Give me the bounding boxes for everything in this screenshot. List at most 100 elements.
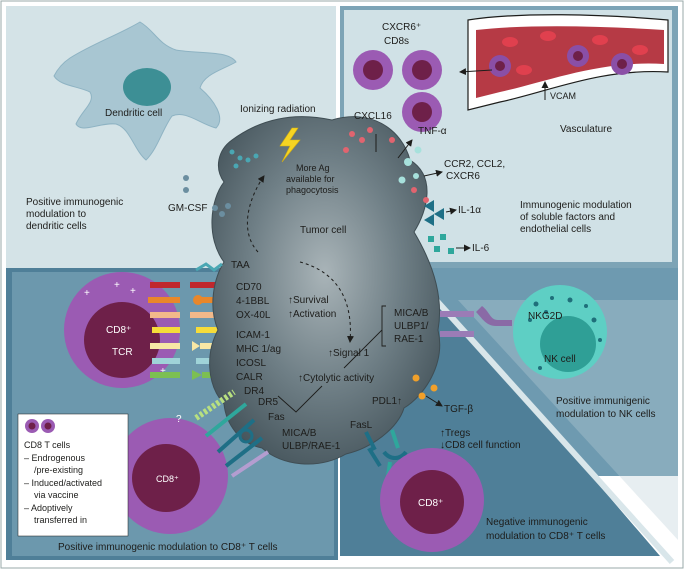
taa-marker (195, 262, 223, 272)
secreted-factors (343, 127, 454, 254)
ionizing-radiation-label: Ionizing radiation (240, 104, 316, 115)
cd8-panel-caption: Positive immunogenic modulation to CD8⁺ … (58, 542, 277, 553)
red-blood-cell (516, 65, 532, 75)
legend-item: – Induced/activated (24, 478, 102, 488)
question-label: ? (176, 414, 182, 425)
cd8-negative-label: CD8⁺ (418, 498, 443, 509)
cd8-nucleus-small (412, 60, 432, 80)
more-ag-label-1: More Ag (296, 163, 330, 173)
vessel-cd8-nucleus (495, 61, 505, 71)
plus-sign: + (114, 280, 120, 291)
calr-label: CALR (236, 372, 263, 383)
vessel-cd8-nucleus (573, 51, 583, 61)
legend-item: transferred in (34, 515, 87, 525)
gm-csf-dot (212, 205, 218, 211)
nk-panel (440, 300, 678, 476)
more-ag-label-2: available for (286, 174, 335, 184)
activation-label: ↑Activation (288, 309, 336, 320)
dr5-label: DR5 (258, 397, 278, 408)
red-blood-cell (632, 45, 648, 55)
migration-arrow (459, 68, 493, 76)
dc-panel-label-3: dendritic cells (26, 221, 87, 232)
legend-item: /pre-existing (34, 465, 83, 475)
nkg2d-label: NKG2D (528, 311, 562, 322)
taa-label: TAA (231, 260, 250, 271)
tnf-arrow (397, 139, 413, 159)
plus-sign: + (130, 286, 136, 297)
cxcl16-label: CXCL16 (354, 111, 392, 122)
soluble-label-2: of soluble factors and (520, 212, 615, 223)
mica-label: MICA/B (394, 308, 429, 319)
il1-arrow (445, 207, 457, 215)
il1-label: IL-1α (458, 205, 481, 216)
nk-granules (528, 296, 602, 370)
tumor-cell-label: Tumor cell (300, 225, 346, 236)
mica-bracket (381, 305, 386, 347)
cd8-function-label: ↓CD8 cell function (440, 440, 521, 451)
dc-uptake-arrow (246, 175, 265, 253)
vasculature-label: Vasculature (560, 124, 613, 135)
gm-csf-dot (183, 175, 189, 181)
cd70-label: CD70 (236, 282, 262, 293)
nk-cell-nucleus (540, 316, 596, 372)
ccr2-label: CCR2, CCL2, (444, 159, 505, 170)
legend-item: – Adoptively (24, 503, 73, 513)
cd8-nucleus-large (84, 302, 160, 378)
il6-label: IL-6 (472, 243, 490, 254)
ulbp1-label: ULBP1/ (394, 321, 429, 332)
cd8-nucleus-small (412, 102, 432, 122)
legend-cell-nucleus (44, 422, 52, 430)
tgf-arrow (425, 395, 443, 407)
legend-title: CD8 T cells (24, 440, 71, 450)
nk-cell-label: NK cell (544, 354, 576, 365)
rae1-label: RAE-1 (394, 334, 424, 345)
signal1-label: ↑Signal 1 (328, 348, 370, 359)
soluble-label-1: Immunogenic modulation (520, 200, 632, 211)
cd8-label-top: CD8⁺ (106, 325, 131, 336)
vcam-label: VCAM (550, 91, 576, 101)
panel-divider (433, 297, 675, 565)
gm-csf-dot (219, 211, 225, 217)
red-blood-cell (502, 37, 518, 47)
tcr-label: TCR (112, 347, 133, 358)
nk-panel-label-1: Positive immunigenic (556, 396, 650, 407)
plus-sign: + (160, 366, 166, 377)
legend-box (17, 413, 129, 537)
cxcr6-label-2: CD8s (384, 36, 409, 47)
legend-cell-nucleus (28, 422, 36, 430)
ox40l-label: OX-40L (236, 310, 271, 321)
cytolytic-label: ↑Cytolytic activity (298, 373, 374, 384)
cd8-nucleus-negative (400, 470, 464, 534)
costim-receptors (148, 282, 180, 378)
tnf-label: TNF-α (418, 126, 447, 137)
cd8-nucleus-small (363, 60, 383, 80)
nkg2d-receptor (440, 306, 512, 337)
tgf-beta-molecules (412, 374, 438, 400)
mica-lower-label: MICA/B (282, 428, 317, 439)
bracket-line (277, 385, 323, 413)
ccr2-arrow (423, 169, 443, 177)
panel-divider-shade (458, 300, 678, 540)
soluble-label-3: endothelial cells (520, 224, 591, 235)
gm-csf-label: GM-CSF (168, 203, 207, 214)
icosl-label: ICOSL (236, 358, 266, 369)
dc-panel-label-2: modulation to (26, 209, 86, 220)
death-receptor-ligands (194, 389, 270, 478)
legend-item: – Endrogenous (24, 453, 86, 463)
legend-item: via vaccine (34, 490, 79, 500)
mhc-label: MHC 1/ag (236, 344, 281, 355)
negative-panel-label-1: Negative immunogenic (486, 517, 588, 528)
nk-panel-label-2: modulation to NK cells (556, 409, 656, 420)
gm-csf-dot (183, 187, 189, 193)
red-blood-cell (592, 35, 608, 45)
ulbp-rae-lower-label: ULBP/RAE-1 (282, 441, 341, 452)
survival-label: ↑Survival (288, 295, 329, 306)
vessel-cd8-nucleus (617, 59, 627, 69)
fasl-label: FasL (350, 420, 373, 431)
mica-pointer (343, 329, 383, 369)
cd8-bottom-label: CD8⁺ (156, 474, 179, 484)
dr4-label: DR4 (244, 386, 264, 397)
gm-csf-dot (225, 203, 231, 209)
